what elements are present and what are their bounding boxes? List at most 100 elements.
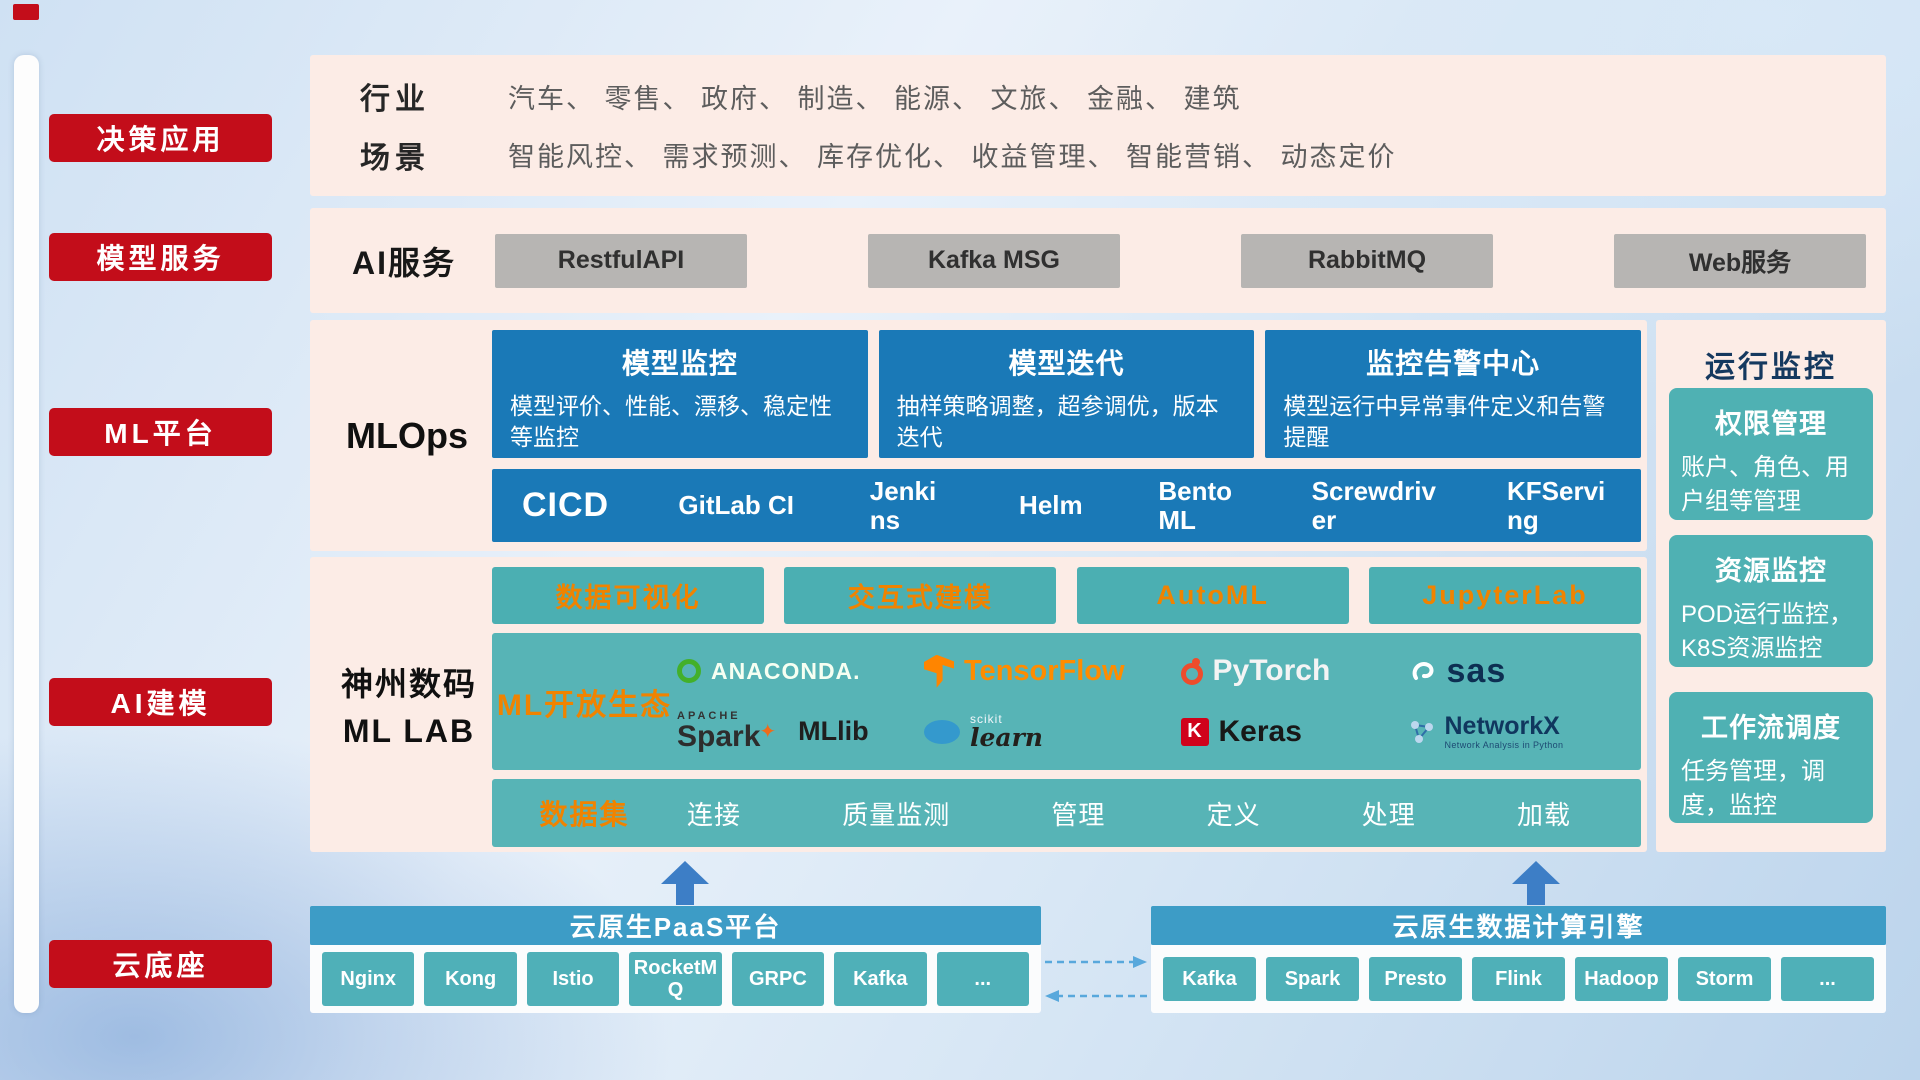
corner-logo-mark <box>13 4 39 20</box>
spark-star-icon: ✦ <box>759 721 777 744</box>
ai-service-panel: AI服务 RestfulAPI Kafka MSG RabbitMQ Web服务 <box>310 208 1886 313</box>
engine-kafka: Kafka <box>1163 957 1256 1001</box>
card-title: 权限管理 <box>1715 409 1827 439</box>
card-desc: 任务管理，调度，监控 <box>1681 758 1825 819</box>
card-title: 模型监控 <box>621 348 738 379</box>
resource-monitoring-card: 资源监控 POD运行监控，K8S资源监控 <box>1669 535 1873 667</box>
org-product: ML LAB <box>342 713 476 749</box>
spark-wordmark: Spark <box>677 720 761 754</box>
spark-mllib-logo: APACHE Spark ✦ MLlib <box>677 702 924 762</box>
card-title: 工作流调度 <box>1701 713 1841 743</box>
model-monitoring-card: 模型监控 模型评价、性能、漂移、稳定性等监控 <box>492 330 868 458</box>
cicd-gitlab-ci: GitLab CI <box>678 490 794 521</box>
tensorflow-wordmark: TensorFlow <box>964 654 1125 687</box>
up-arrow-right <box>1512 861 1560 905</box>
cicd-label: CICD <box>522 486 610 524</box>
mllab-tools: 数据可视化 交互式建模 AutoML JupyterLab <box>492 567 1641 624</box>
cicd-kfserving: KFServing <box>1506 475 1606 535</box>
dataset-quality-monitor: 质量监测 <box>842 799 951 830</box>
card-title: 资源监控 <box>1715 556 1827 586</box>
scene-row: 场景 智能风控、 需求预测、 库存优化、 收益管理、 智能营销、 动态定价 <box>360 133 1856 177</box>
card-desc: POD运行监控，K8S资源监控 <box>1681 601 1854 662</box>
runtime-monitoring-title: 运行监控 <box>1705 351 1837 384</box>
tensorflow-logo: TensorFlow <box>924 641 1181 701</box>
spark-line: Spark ✦ <box>677 722 776 752</box>
sas-wordmark: sas <box>1446 651 1507 690</box>
sas-icon <box>1412 662 1433 681</box>
dataset-label: 数据集 <box>539 799 630 830</box>
dataset-load: 加载 <box>1516 799 1571 830</box>
networkx-wordmark: NetworkX <box>1444 712 1560 741</box>
layer-label-ml-platform: ML平台 <box>49 408 272 456</box>
tool-interactive-modeling: 交互式建模 <box>784 567 1057 624</box>
tensorflow-icon <box>924 654 954 688</box>
data-engine-bar: 云原生数据计算引擎 <box>1151 906 1886 945</box>
paas-nginx: Nginx <box>322 952 415 1006</box>
scikit-learn-icon <box>924 719 960 744</box>
engine-presto: Presto <box>1369 957 1462 1001</box>
cicd-screwdriver: Screwdriver <box>1311 475 1436 535</box>
pytorch-icon <box>1180 658 1203 686</box>
mllab-panel: 神州数码 ML LAB 数据可视化 交互式建模 AutoML JupyterLa… <box>310 557 1647 852</box>
paas-istio: Istio <box>526 952 620 1006</box>
cicd-bar: CICD GitLab CI Jenkins Helm BentoML Scre… <box>492 469 1641 542</box>
data-engine-tray: Kafka Spark Presto Flink Hadoop Storm ..… <box>1151 945 1886 1013</box>
networkx-logo: NetworkX Network Analysis in Python <box>1409 702 1628 762</box>
cicd-bentoml: BentoML <box>1158 475 1233 535</box>
dataset-bar: 数据集 连接 质量监测 管理 定义 处理 加载 <box>492 779 1641 847</box>
alert-center-card: 监控告警中心 模型运行中异常事件定义和告警提醒 <box>1265 330 1642 458</box>
dataset-manage: 管理 <box>1051 799 1106 830</box>
dataset-connect: 连接 <box>687 799 742 830</box>
arrow-head <box>1512 861 1560 884</box>
card-desc: 账户、角色、用户组等管理 <box>1681 454 1849 515</box>
paas-rocketmq: RocketMQ <box>629 952 722 1006</box>
arrow-stem <box>1527 884 1545 905</box>
up-arrow-left <box>661 861 709 905</box>
card-desc: 模型评价、性能、漂移、稳定性等监控 <box>510 393 832 451</box>
ai-service-kafka-msg: Kafka MSG <box>868 233 1120 288</box>
ai-service-restfulapi: RestfulAPI <box>495 233 747 288</box>
eco-logos-grid: ANACONDA. TensorFlow PyTorch sas <box>677 633 1641 770</box>
card-desc: 模型运行中异常事件定义和告警提醒 <box>1283 393 1606 451</box>
left-arrowhead <box>1045 990 1059 1002</box>
mllab-org-label: 神州数码 ML LAB <box>326 557 492 852</box>
spark-wordmark-stack: APACHE Spark ✦ <box>677 711 776 752</box>
anaconda-icon <box>677 659 701 684</box>
data-exchange-arrows <box>1045 956 1147 1002</box>
ml-open-ecosystem-band: ML开放生态 ANACONDA. TensorFlow PyTorch <box>492 633 1641 770</box>
engine-more: ... <box>1781 957 1874 1001</box>
scikit-small-wordmark: scikit <box>970 712 1003 727</box>
cicd-helm: Helm <box>1019 490 1083 521</box>
keras-wordmark: Keras <box>1218 714 1302 748</box>
pytorch-wordmark: PyTorch <box>1212 654 1331 688</box>
sas-logo: sas <box>1409 641 1628 701</box>
keras-icon: K <box>1180 717 1209 746</box>
paas-kong: Kong <box>424 952 517 1006</box>
paas-platform-bar: 云原生PaaS平台 <box>310 906 1041 945</box>
networkx-wordmark-stack: NetworkX Network Analysis in Python <box>1445 713 1564 750</box>
industry-value: 汽车、 零售、 政府、 制造、 能源、 文旅、 金融、 建筑 <box>508 83 1242 114</box>
networkx-icon <box>1410 720 1433 743</box>
card-title: 监控告警中心 <box>1366 348 1541 379</box>
engine-flink: Flink <box>1472 957 1565 1001</box>
arrow-stem <box>676 884 694 905</box>
tool-jupyterlab: JupyterLab <box>1368 567 1641 624</box>
mlops-label: MLOps <box>346 414 468 456</box>
engine-spark: Spark <box>1266 957 1359 1001</box>
layer-label-decision-apps: 决策应用 <box>49 114 272 162</box>
cicd-jenkins: Jenkins <box>869 475 937 535</box>
learn-wordmark: learn <box>970 723 1043 753</box>
layer-label-ai-modeling: AI建模 <box>49 678 272 726</box>
networkx-subtitle: Network Analysis in Python <box>1444 739 1564 750</box>
tool-data-visualization: 数据可视化 <box>492 567 764 624</box>
card-title: 模型迭代 <box>1008 348 1125 379</box>
industry-label: 行业 <box>360 83 430 117</box>
paas-platform-tray: Nginx Kong Istio RocketMQ GRPC Kafka ... <box>310 945 1041 1013</box>
mlops-panel: MLOps 模型监控 模型评价、性能、漂移、稳定性等监控 模型迭代 抽样策略调整… <box>310 320 1647 551</box>
mlops-cards: 模型监控 模型评价、性能、漂移、稳定性等监控 模型迭代 抽样策略调整，超参调优，… <box>492 330 1642 458</box>
workflow-scheduling-card: 工作流调度 任务管理，调度，监控 <box>1669 692 1873 823</box>
apache-wordmark: APACHE <box>677 710 741 723</box>
scene-label: 场景 <box>360 141 430 175</box>
engine-hadoop: Hadoop <box>1575 957 1668 1001</box>
